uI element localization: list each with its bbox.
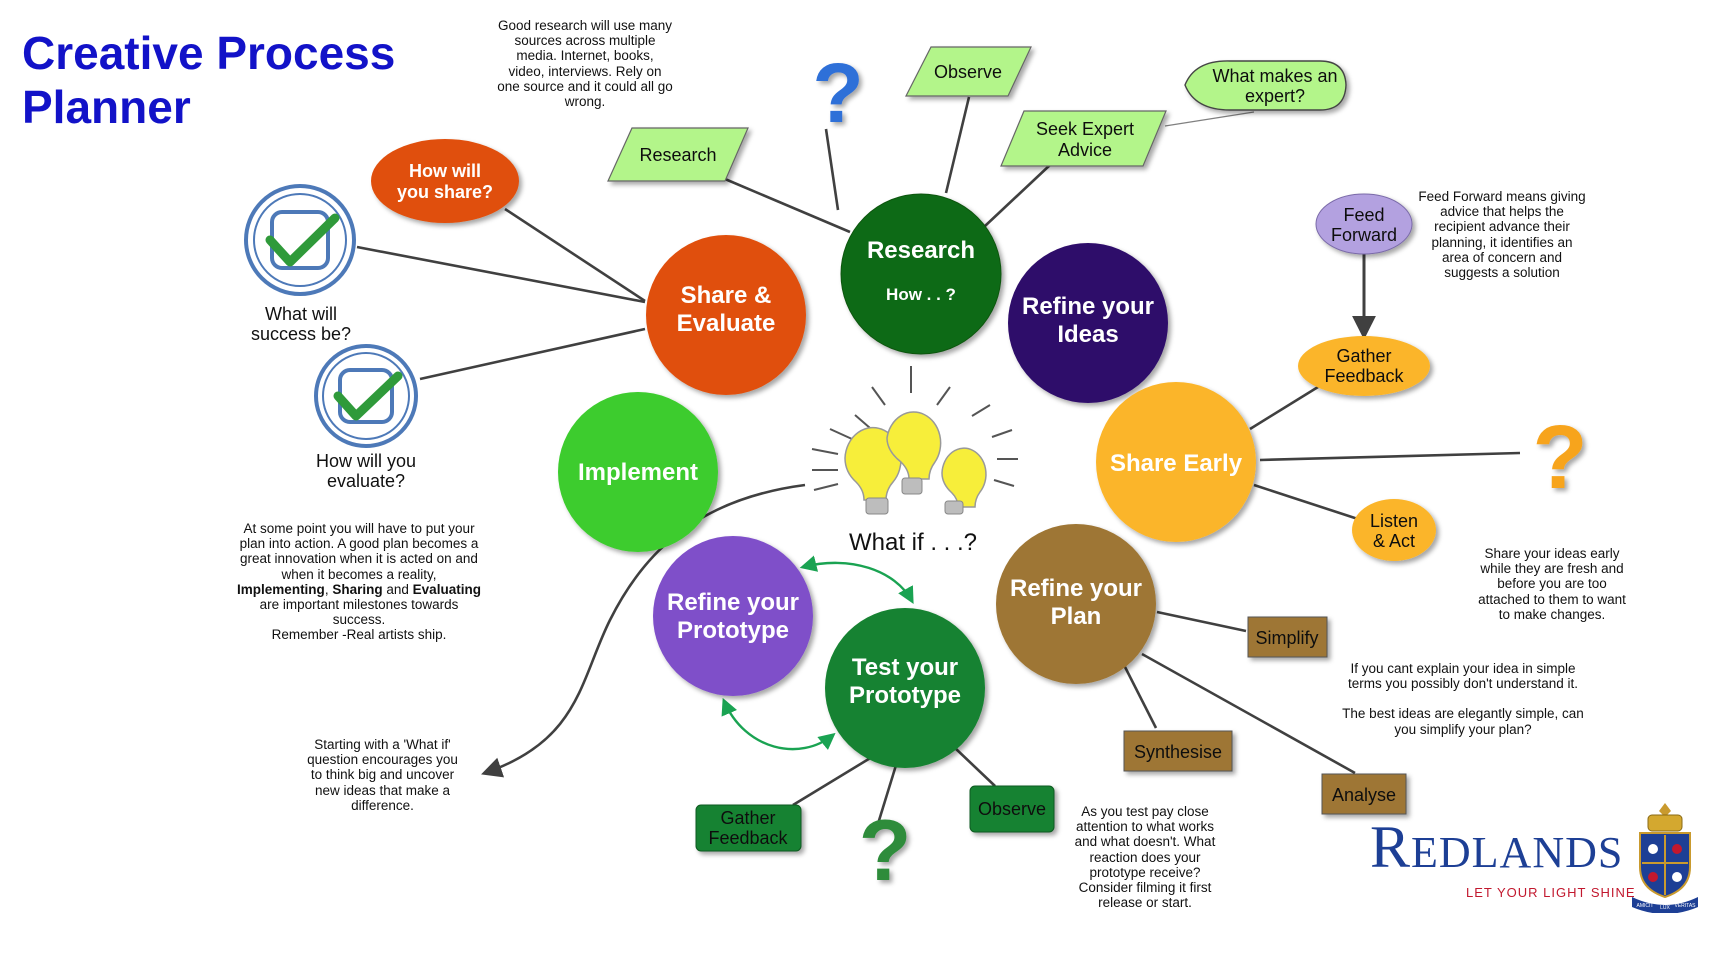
page-title-line-1: Creative Process bbox=[22, 27, 396, 79]
question-mark-orange-icon: ? bbox=[1533, 408, 1588, 508]
svg-text:?: ? bbox=[859, 803, 912, 899]
stage-research[interactable]: Research How . . ? bbox=[840, 193, 1002, 355]
stage-test-prototype-label-1: Test your bbox=[852, 654, 958, 681]
seek-expert-advice-line-2: Advice bbox=[1058, 140, 1112, 160]
redlands-logo: REDLANDS LET YOUR LIGHT SHINE AMICIT LUX… bbox=[1370, 803, 1700, 925]
gather-feedback-box-line-2: Feedback bbox=[708, 828, 788, 848]
stage-share-early-label: Share Early bbox=[1110, 450, 1243, 477]
note-feed-forward: Feed Forward means giving advice that he… bbox=[1418, 189, 1586, 281]
how-will-you-share-bubble[interactable]: How will you share? bbox=[371, 139, 519, 223]
research-parallelogram-label: Research bbox=[639, 145, 716, 165]
note-simplify: If you cant explain your idea in simple … bbox=[1342, 661, 1584, 737]
how-will-you-share-line-1: How will bbox=[409, 161, 481, 181]
what-will-success-be-line-2: success be? bbox=[251, 324, 351, 344]
note-research: Good research will use many sources acro… bbox=[497, 18, 673, 110]
how-will-you-evaluate-line-2: evaluate? bbox=[327, 471, 405, 491]
stage-share-evaluate-label-2: Evaluate bbox=[677, 310, 776, 337]
stage-refine-ideas-label-1: Refine your bbox=[1022, 293, 1154, 320]
logo-tagline: LET YOUR LIGHT SHINE bbox=[1466, 885, 1636, 900]
research-parallelogram[interactable]: Research bbox=[607, 127, 749, 182]
seek-expert-advice-line-1: Seek Expert bbox=[1036, 119, 1134, 139]
how-will-you-share-line-2: you share? bbox=[397, 182, 493, 202]
checkbox-icon-success bbox=[244, 184, 356, 296]
what-will-success-be-line-1: What will bbox=[265, 304, 337, 324]
feed-forward-line-1: Feed bbox=[1343, 205, 1384, 225]
question-mark-blue-icon: ? bbox=[812, 46, 863, 140]
analyse-box[interactable]: Analyse bbox=[1321, 773, 1407, 815]
synthesise-box[interactable]: Synthesise bbox=[1123, 730, 1233, 772]
svg-text:VERITAS: VERITAS bbox=[1674, 903, 1696, 909]
checkbox-icon-evaluate bbox=[314, 344, 418, 448]
simplify-label: Simplify bbox=[1255, 628, 1318, 648]
connector-lines bbox=[356, 96, 1521, 828]
stage-test-prototype-label-2: Prototype bbox=[849, 682, 961, 709]
listen-and-act-bubble[interactable]: Listen & Act bbox=[1352, 499, 1436, 561]
page-title: Creative Process Planner bbox=[22, 26, 395, 134]
synthesise-label: Synthesise bbox=[1134, 742, 1222, 762]
stage-refine-prototype-label-2: Prototype bbox=[677, 617, 789, 644]
stage-refine-ideas[interactable]: Refine your Ideas bbox=[1008, 243, 1168, 403]
gather-feedback-bubble[interactable]: Gather Feedback bbox=[1298, 336, 1430, 396]
page-title-line-2: Planner bbox=[22, 81, 191, 133]
stage-test-prototype[interactable]: Test your Prototype bbox=[825, 608, 985, 768]
stage-implement[interactable]: Implement bbox=[558, 392, 718, 552]
light-bulbs-icon bbox=[811, 366, 1018, 515]
what-makes-an-expert-callout[interactable]: What makes an expert? bbox=[1184, 60, 1347, 111]
crest-icon: AMICIT LUX VERITAS bbox=[1632, 803, 1698, 913]
analyse-label: Analyse bbox=[1332, 785, 1396, 805]
stage-refine-plan[interactable]: Refine your Plan bbox=[996, 524, 1156, 684]
observe-parallelogram-label: Observe bbox=[934, 62, 1002, 82]
gather-feedback-line-2: Feedback bbox=[1324, 366, 1404, 386]
note-share-early: Share your ideas early while they are fr… bbox=[1478, 546, 1626, 622]
feed-forward-line-2: Forward bbox=[1331, 225, 1397, 245]
gather-feedback-box[interactable]: Gather Feedback bbox=[695, 804, 802, 852]
gather-feedback-line-1: Gather bbox=[1336, 346, 1391, 366]
note-what-if: Starting with a 'What if' question encou… bbox=[307, 737, 458, 813]
stage-share-early[interactable]: Share Early bbox=[1096, 382, 1256, 542]
stage-implement-label: Implement bbox=[578, 459, 698, 486]
stage-refine-plan-label-1: Refine your bbox=[1010, 575, 1142, 602]
note-implement: At some point you will have to put your … bbox=[237, 521, 481, 643]
gather-feedback-box-line-1: Gather bbox=[720, 808, 775, 828]
note-test: As you test pay close attention to what … bbox=[1074, 804, 1216, 911]
stage-research-label: Research bbox=[867, 237, 975, 264]
stage-refine-prototype[interactable]: Refine your Prototype bbox=[653, 536, 813, 696]
what-makes-an-expert-line-1: What makes an bbox=[1212, 66, 1337, 86]
svg-text:LUX: LUX bbox=[1660, 905, 1670, 911]
listen-and-act-line-1: Listen bbox=[1370, 511, 1418, 531]
stage-share-evaluate[interactable]: Share & Evaluate bbox=[646, 235, 806, 395]
how-will-you-evaluate-line-1: How will you bbox=[316, 451, 416, 471]
stage-research-sub: How . . ? bbox=[886, 285, 956, 304]
center-label: What if . . .? bbox=[849, 529, 977, 556]
observe-box[interactable]: Observe bbox=[969, 785, 1055, 833]
svg-text:AMICIT: AMICIT bbox=[1637, 903, 1654, 909]
listen-and-act-line-2: & Act bbox=[1373, 531, 1415, 551]
svg-text:?: ? bbox=[1533, 408, 1588, 508]
observe-parallelogram[interactable]: Observe bbox=[905, 46, 1032, 97]
question-mark-green-icon: ? bbox=[859, 803, 912, 899]
logo-wordmark: REDLANDS bbox=[1370, 814, 1624, 880]
svg-text:?: ? bbox=[812, 46, 863, 140]
stage-refine-ideas-label-2: Ideas bbox=[1057, 321, 1118, 348]
prototype-cycle-arrows bbox=[721, 555, 914, 751]
feed-forward-bubble[interactable]: Feed Forward bbox=[1315, 193, 1413, 255]
what-makes-an-expert-line-2: expert? bbox=[1245, 86, 1305, 106]
stage-refine-prototype-label-1: Refine your bbox=[667, 589, 799, 616]
simplify-box[interactable]: Simplify bbox=[1247, 616, 1328, 658]
seek-expert-advice-parallelogram[interactable]: Seek Expert Advice bbox=[1000, 110, 1167, 167]
observe-box-label: Observe bbox=[978, 799, 1046, 819]
stage-refine-plan-label-2: Plan bbox=[1051, 603, 1102, 630]
stage-share-evaluate-label-1: Share & bbox=[681, 282, 772, 309]
